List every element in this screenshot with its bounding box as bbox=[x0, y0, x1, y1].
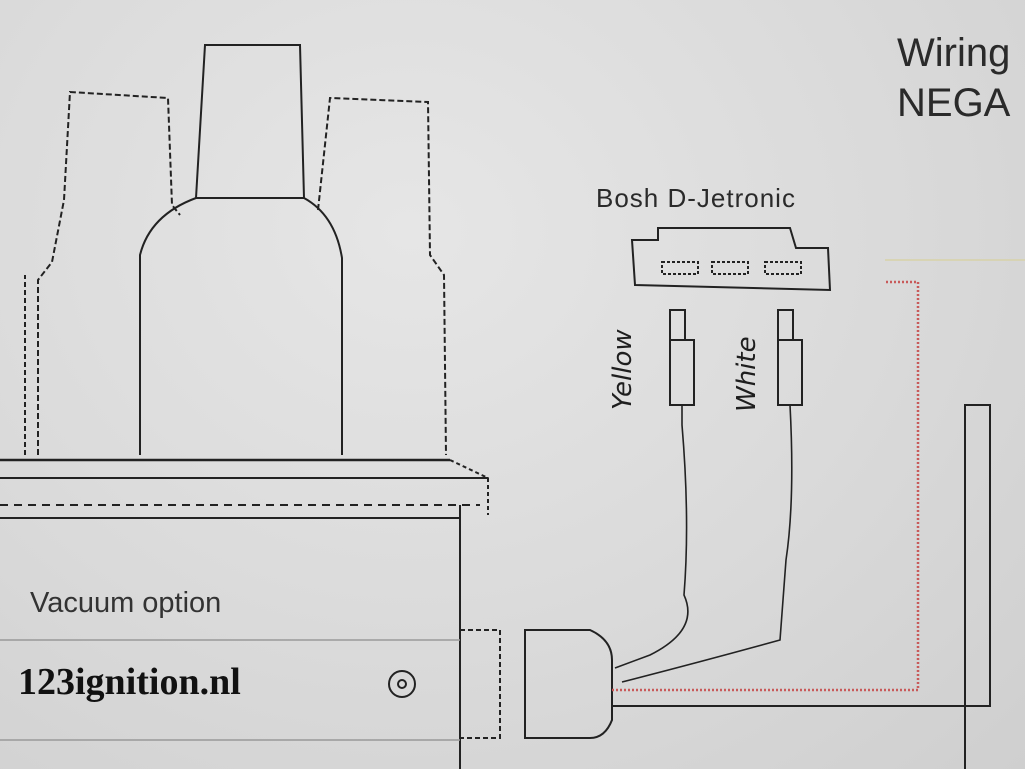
yellow-wire-label: Yellow bbox=[608, 329, 638, 410]
red-wire bbox=[612, 280, 920, 692]
djetronic-connector bbox=[630, 227, 832, 292]
registered-icon bbox=[388, 670, 416, 698]
title-line-2: NEGA bbox=[897, 81, 1011, 125]
distributor-cap bbox=[0, 44, 489, 769]
white-terminal bbox=[777, 309, 803, 406]
connector-label: Bosh D-Jetronic bbox=[596, 183, 796, 213]
ground-wire bbox=[612, 404, 991, 769]
title-line-1: Wiring bbox=[897, 31, 1011, 75]
white-wire-label: White bbox=[732, 336, 762, 412]
white-wire bbox=[621, 404, 793, 683]
brand-logo-text: 123ignition.nl bbox=[18, 661, 241, 703]
vacuum-box bbox=[0, 629, 613, 741]
vacuum-option-label: Vacuum option bbox=[30, 587, 222, 619]
yellow-wire bbox=[614, 405, 689, 669]
yellow-terminal bbox=[669, 309, 695, 406]
page-title: Wiring NEGA bbox=[897, 28, 1010, 128]
